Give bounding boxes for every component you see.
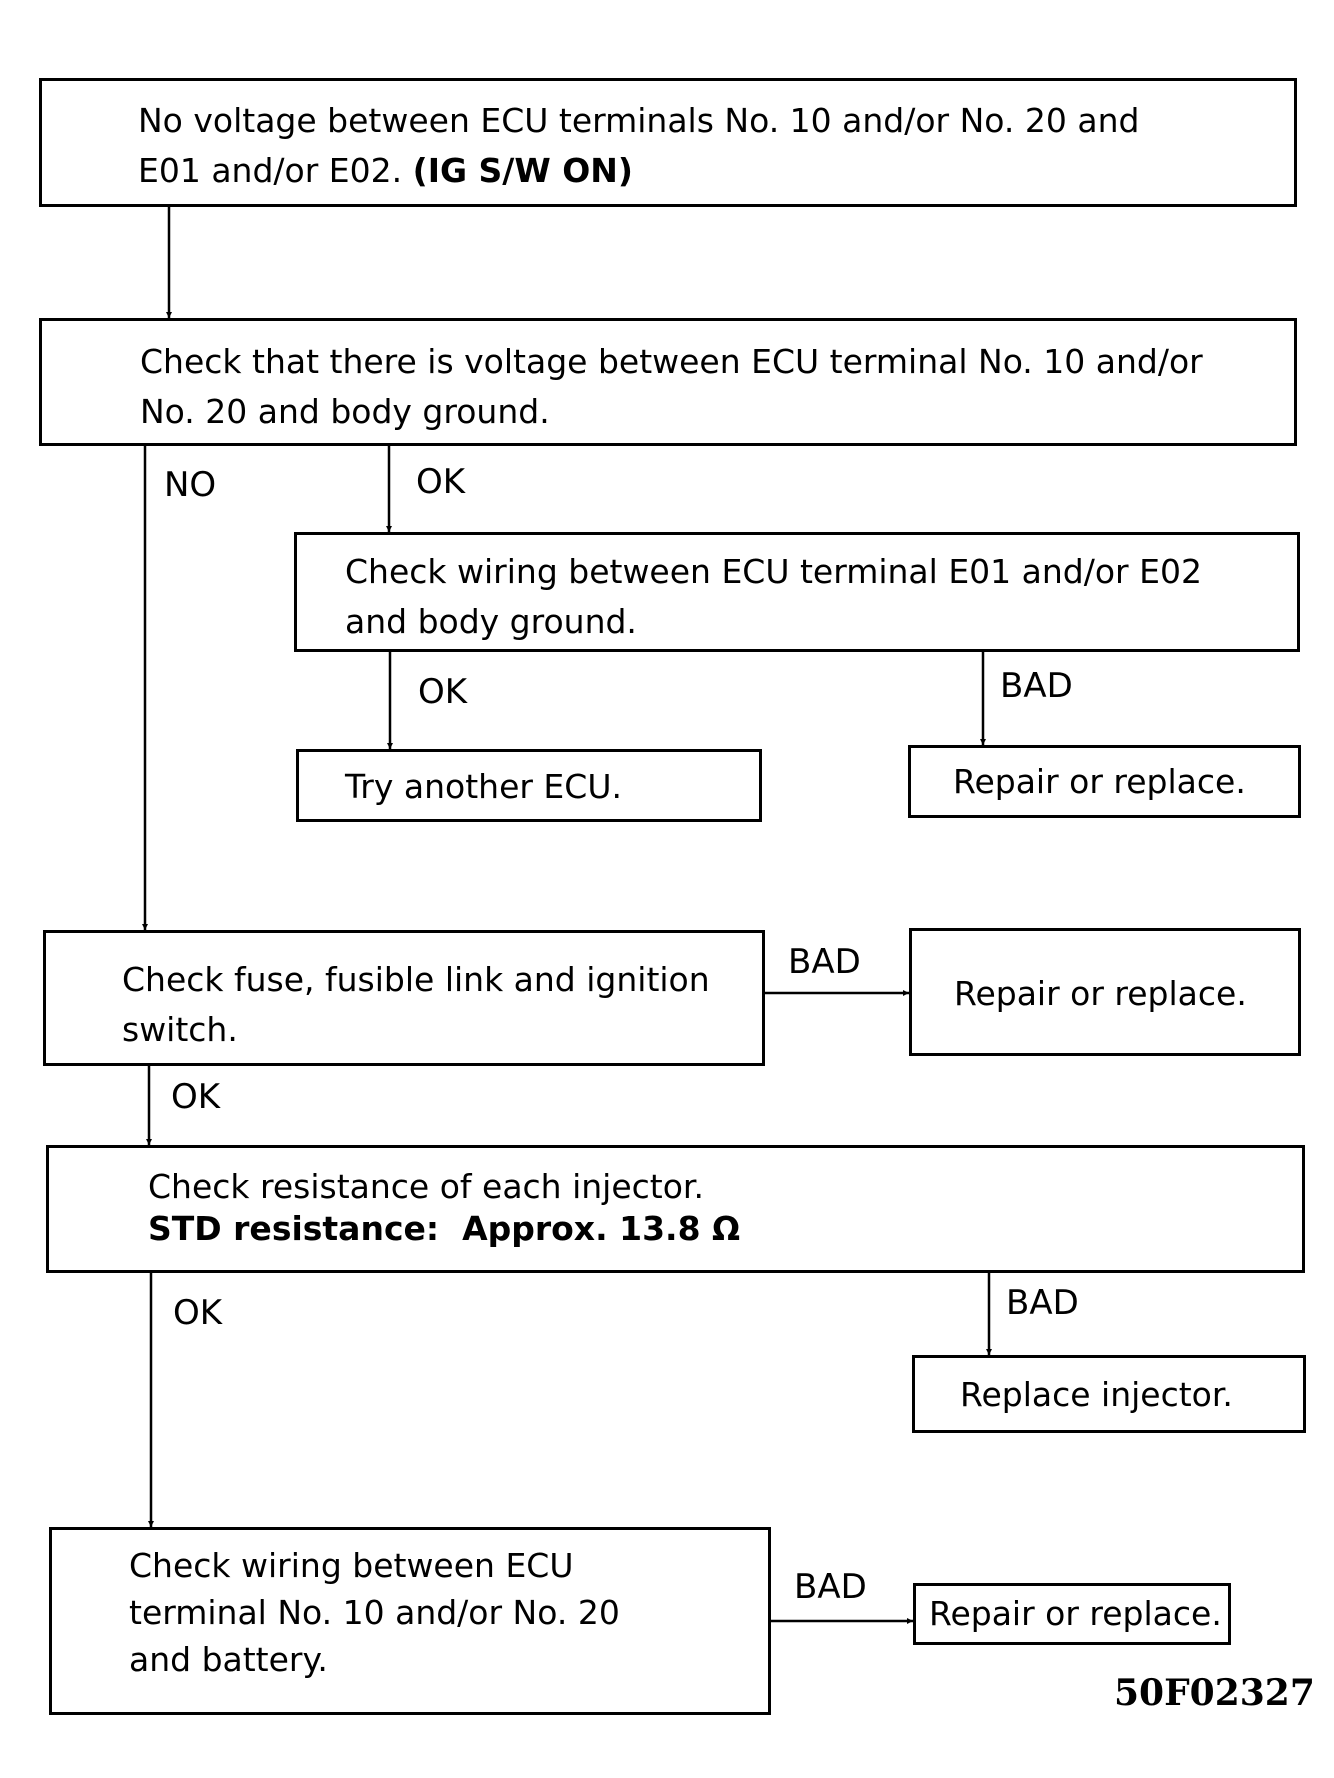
check-wiring-battery-box: Check wiring between ECU terminal No. 10… (49, 1527, 771, 1715)
check-wiring-battery-line-3: and battery. (129, 1640, 328, 1679)
repair-replace-box-2: Repair or replace. (909, 928, 1301, 1056)
check-voltage-line-2: No. 20 and body ground. (140, 392, 550, 431)
figure-code: 50F02327 (1114, 1672, 1315, 1714)
check-fuse-line-2: switch. (122, 1010, 238, 1049)
repair-replace-box-1: Repair or replace. (908, 745, 1301, 818)
check-wiring-battery-line-1: Check wiring between ECU (129, 1546, 574, 1585)
replace-injector-text: Replace injector. (960, 1375, 1233, 1414)
check-voltage-line-1: Check that there is voltage between ECU … (140, 342, 1203, 381)
repair-replace-text-2: Repair or replace. (954, 974, 1247, 1013)
check-fuse-box: Check fuse, fusible link and ignition sw… (43, 930, 765, 1066)
label-bad-3: BAD (1006, 1283, 1079, 1323)
start-box: No voltage between ECU terminals No. 10 … (39, 78, 1297, 207)
check-wiring-ground-line-1: Check wiring between ECU terminal E01 an… (345, 552, 1202, 591)
check-wiring-ground-box: Check wiring between ECU terminal E01 an… (294, 532, 1300, 652)
label-ok-1: OK (416, 462, 466, 502)
label-bad-1: BAD (1000, 666, 1073, 706)
check-voltage-body-ground-box: Check that there is voltage between ECU … (39, 318, 1297, 446)
start-line-2: E01 and/or E02. (IG S/W ON) (138, 146, 1294, 196)
std-resistance-value: Approx. 13.8 Ω (462, 1209, 741, 1248)
label-bad-2: BAD (788, 942, 861, 982)
repair-replace-box-3: Repair or replace. (913, 1583, 1231, 1645)
check-injector-resistance-box: Check resistance of each injector. STD r… (46, 1145, 1305, 1273)
try-another-ecu-box: Try another ECU. (296, 749, 762, 822)
check-wiring-ground-line-2: and body ground. (345, 602, 637, 641)
ig-sw-on-text: (IG S/W ON) (412, 151, 634, 190)
label-no: NO (164, 465, 217, 505)
label-bad-4: BAD (794, 1567, 867, 1607)
check-fuse-line-1: Check fuse, fusible link and ignition (122, 960, 710, 999)
std-resistance-label: STD resistance: (148, 1209, 440, 1248)
label-ok-2: OK (418, 672, 468, 712)
try-another-ecu-text: Try another ECU. (345, 767, 622, 806)
label-ok-4: OK (173, 1293, 223, 1333)
replace-injector-box: Replace injector. (912, 1355, 1306, 1433)
label-ok-3: OK (171, 1077, 221, 1117)
check-wiring-battery-line-2: terminal No. 10 and/or No. 20 (129, 1593, 620, 1632)
check-injector-line-1: Check resistance of each injector. (148, 1167, 704, 1206)
repair-replace-text-1: Repair or replace. (953, 762, 1246, 801)
std-resistance-line: STD resistance: Approx. 13.8 Ω (148, 1208, 1302, 1250)
start-line-2-text: E01 and/or E02. (138, 151, 413, 190)
start-line-1: No voltage between ECU terminals No. 10 … (138, 101, 1140, 140)
repair-replace-text-3: Repair or replace. (929, 1594, 1222, 1633)
